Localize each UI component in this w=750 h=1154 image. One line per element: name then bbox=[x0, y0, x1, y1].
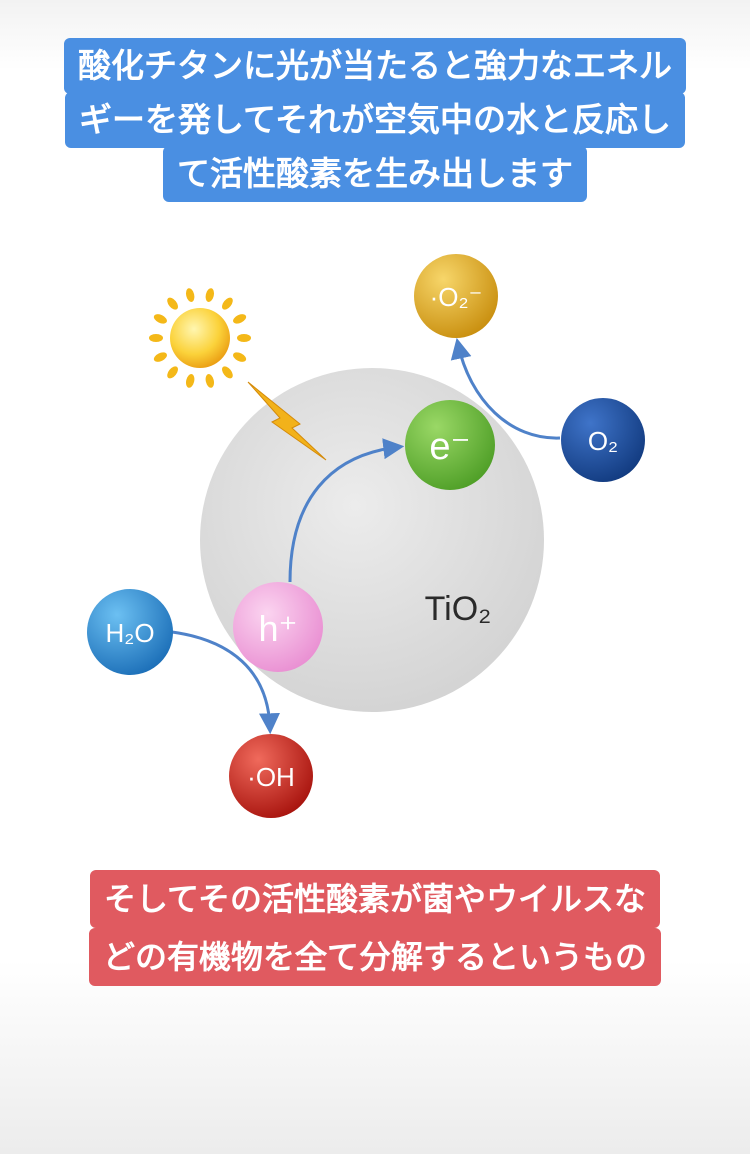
caption-bottom-line-1: そしてその活性酸素が菌やウイルスな bbox=[89, 870, 661, 928]
sun-ray bbox=[222, 297, 233, 310]
electron-label: e⁻ bbox=[429, 426, 470, 468]
hole-label: h⁺ bbox=[258, 608, 297, 649]
sun-ray bbox=[185, 374, 195, 388]
sun-ray bbox=[205, 374, 215, 388]
caption-top-line-3: て活性酸素を生み出します bbox=[163, 146, 587, 202]
caption-top: 酸化チタンに光が当たると強力なエネル ギーを発してそれが空気中の水と反応し て活… bbox=[0, 38, 750, 202]
sun-ray bbox=[167, 366, 178, 379]
sun-ray bbox=[222, 366, 233, 379]
arrow-oxygen-to-superoxide bbox=[450, 337, 561, 440]
superoxide-node: ·O₂⁻ bbox=[414, 254, 498, 338]
tio2-label: TiO₂ bbox=[425, 590, 492, 628]
electron-node: e⁻ bbox=[405, 400, 495, 490]
caption-top-line-1: 酸化チタンに光が当たると強力なエネル bbox=[64, 38, 686, 94]
sun-icon bbox=[149, 288, 251, 388]
superoxide-label: ·O₂⁻ bbox=[430, 282, 483, 312]
hydroxyl-label: ·OH bbox=[247, 762, 295, 792]
sun-ray bbox=[233, 314, 247, 324]
water-node: H₂O bbox=[87, 589, 173, 675]
oxygen-label: O₂ bbox=[588, 426, 618, 456]
hydroxyl-node: ·OH bbox=[229, 734, 313, 818]
sun-ray bbox=[237, 334, 251, 342]
sun-ray bbox=[233, 352, 247, 362]
sun-ray bbox=[153, 352, 167, 362]
caption-top-line-2: ギーを発してそれが空気中の水と反応し bbox=[64, 92, 686, 148]
sun-ray bbox=[153, 314, 167, 324]
caption-bottom-line-2: どの有機物を全て分解するというもの bbox=[88, 928, 661, 986]
caption-bottom: そしてその活性酸素が菌やウイルスな どの有機物を全て分解するというもの bbox=[0, 870, 750, 986]
water-label: H₂O bbox=[105, 618, 154, 648]
sun-ray bbox=[149, 334, 163, 342]
lightning-icon bbox=[247, 381, 327, 461]
oxygen-node: O₂ bbox=[561, 398, 645, 482]
arrow-hole-to-electron bbox=[288, 438, 405, 583]
sun-ray bbox=[185, 288, 195, 302]
hole-node: h⁺ bbox=[233, 582, 323, 672]
arrow-water-to-hydroxyl bbox=[171, 630, 280, 735]
sun-ray bbox=[205, 288, 215, 302]
sun-ray bbox=[167, 297, 178, 310]
